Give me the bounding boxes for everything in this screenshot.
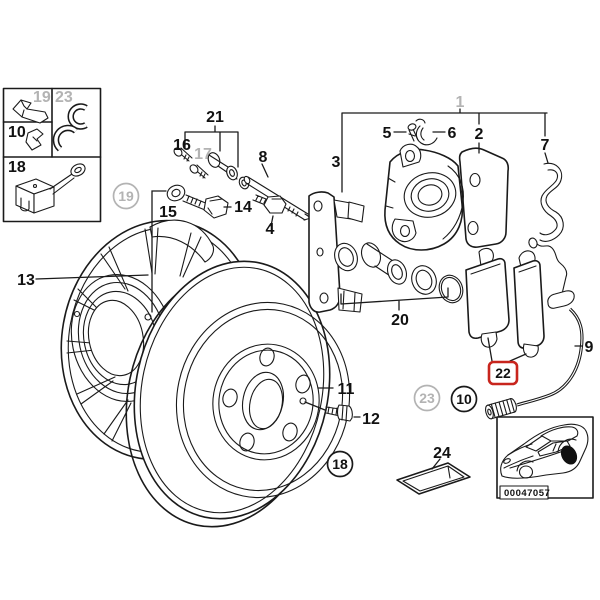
brake-pads bbox=[465, 247, 545, 358]
callout-4[interactable]: 4 bbox=[266, 221, 275, 238]
callout-15[interactable]: 15 bbox=[159, 204, 177, 221]
callout-8[interactable]: 8 bbox=[259, 149, 268, 166]
callout-21[interactable]: 21 bbox=[206, 109, 224, 126]
washer bbox=[166, 184, 186, 202]
callout-5[interactable]: 5 bbox=[383, 125, 392, 142]
car-locator-thumbnail: 00047057 bbox=[496, 416, 594, 500]
caliper-bolt bbox=[182, 194, 229, 219]
wear-sensor-cable bbox=[484, 237, 584, 420]
callout-13[interactable]: 13 bbox=[17, 272, 35, 289]
leader-lines bbox=[35, 108, 583, 470]
callout-11[interactable]: 11 bbox=[338, 381, 355, 398]
callout-3[interactable]: 3 bbox=[332, 154, 341, 171]
callout-7[interactable]: 7 bbox=[541, 137, 550, 154]
circled-19[interactable]: 19 bbox=[112, 182, 140, 210]
caliper-carrier bbox=[308, 191, 365, 313]
anti-rattle-spring bbox=[539, 162, 564, 242]
svg-text:19[interactable]: 19 bbox=[118, 188, 134, 204]
callout-24[interactable]: 24 bbox=[433, 445, 451, 462]
sensor-connector bbox=[484, 398, 517, 420]
callout-1[interactable]: 1 bbox=[456, 94, 465, 111]
callout-6[interactable]: 6 bbox=[448, 125, 457, 142]
circled-23[interactable]: 23 bbox=[413, 384, 441, 412]
svg-text:23[interactable]: 23 bbox=[419, 390, 435, 406]
set-screw-hole bbox=[299, 397, 307, 405]
highlighted-rear-wheel bbox=[560, 445, 578, 465]
cap-and-clip bbox=[407, 118, 438, 146]
svg-text:18[interactable]: 18 bbox=[332, 456, 348, 472]
legend-cell-10-label[interactable]: 10 bbox=[8, 124, 26, 141]
carrier-bolt bbox=[252, 194, 287, 214]
highlighted-callout-22[interactable]: 22 bbox=[487, 360, 519, 386]
callout-20[interactable]: 20 bbox=[391, 312, 409, 329]
circled-18[interactable]: 18 bbox=[326, 450, 354, 478]
guide-bush-set bbox=[207, 152, 250, 190]
callout-12[interactable]: 12 bbox=[362, 411, 380, 428]
image-code: 00047057 bbox=[504, 488, 550, 499]
dust-cap bbox=[189, 164, 209, 179]
car-sketch bbox=[500, 423, 589, 479]
circled-callouts: 19 23 10 18 bbox=[112, 182, 478, 478]
legend-cell-18-label[interactable]: 18 bbox=[8, 159, 26, 176]
legend-cell-23-label[interactable]: 23 bbox=[55, 89, 73, 106]
callout-22[interactable]: 22 bbox=[495, 365, 511, 381]
svg-text:10[interactable]: 10 bbox=[456, 391, 472, 407]
retaining-clip-drawing bbox=[12, 99, 49, 124]
wheel-bolt-holes bbox=[222, 347, 311, 452]
sensor-holder-drawing bbox=[15, 163, 86, 214]
piston-repair-kit bbox=[334, 242, 464, 304]
callout-17[interactable]: 17 bbox=[194, 146, 212, 163]
legend-box: 19 23 10 18 bbox=[2, 87, 102, 223]
cable-clip-drawing bbox=[25, 128, 44, 151]
callout-16[interactable]: 16 bbox=[173, 137, 191, 154]
brake-caliper bbox=[384, 143, 510, 251]
grease-packet bbox=[396, 462, 471, 495]
bleed-screw bbox=[173, 147, 193, 162]
circled-10[interactable]: 10 bbox=[450, 385, 478, 413]
spring-clips-drawing bbox=[52, 103, 88, 152]
set-screw bbox=[325, 404, 353, 422]
callouts: 1 2 3 4 5 6 7 8 9 11 12 13 14 15 16 17 2… bbox=[17, 94, 593, 462]
callout-2[interactable]: 2 bbox=[475, 126, 484, 143]
callout-14[interactable]: 14 bbox=[234, 199, 252, 216]
callout-9[interactable]: 9 bbox=[585, 339, 594, 356]
legend-cell-19-label[interactable]: 19 bbox=[33, 89, 51, 106]
